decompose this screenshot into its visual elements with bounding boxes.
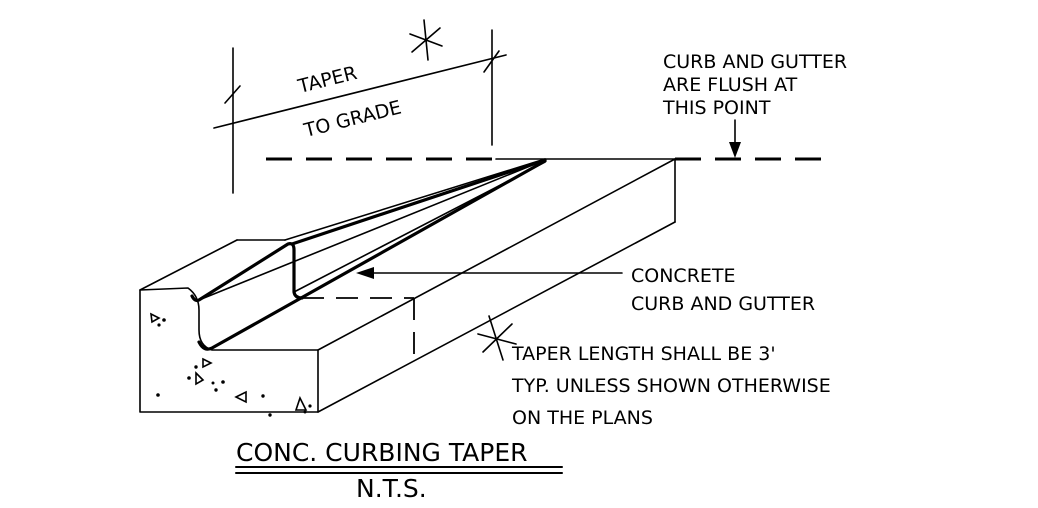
curb-bottom-edge: [317, 221, 676, 413]
curb-back-taper-line: [284, 158, 546, 241]
concrete-aggregate-hatch: [150, 312, 312, 417]
flush-arrow-head: [729, 142, 741, 158]
taper-length-line-3: ON THE PLANS: [512, 407, 653, 429]
gutter-flowline: [197, 159, 547, 351]
asterisk-mark-note: [477, 315, 517, 361]
drawing-title: CONC. CURBING TAPER: [236, 438, 528, 467]
to-grade-label: TO GRADE: [301, 96, 404, 142]
curb-lip-taper-line-2: [198, 159, 546, 301]
taper-length-line-2: TYP. UNLESS SHOWN OTHERWISE: [511, 375, 831, 397]
curb-lip-taper-line-1: [290, 158, 547, 246]
concrete-label-line-1: CONCRETE: [631, 265, 736, 287]
curb-body: [139, 158, 676, 413]
gutter-face-taper: [293, 161, 546, 293]
scale-note: N.T.S.: [356, 474, 427, 503]
concrete-label-line-2: CURB AND GUTTER: [631, 293, 815, 315]
curb-front-face: [139, 287, 319, 413]
curb-top-back-edge: [139, 239, 238, 291]
title-block: CONC. CURBING TAPER N.T.S.: [235, 438, 563, 503]
dimension-tick-right: [483, 50, 500, 73]
taper-length-line-1: TAPER LENGTH SHALL BE 3': [511, 343, 776, 365]
concrete-leader-arrow: [356, 267, 374, 279]
flush-note-line-1: CURB AND GUTTER: [663, 51, 847, 73]
dimension-tick-left: [224, 85, 241, 104]
dimension-line: [213, 54, 507, 129]
gutter-front-top-edge: [317, 158, 676, 351]
flush-note: CURB AND GUTTER ARE FLUSH AT THIS POINT: [662, 51, 847, 158]
taper-length-note: TAPER LENGTH SHALL BE 3' TYP. UNLESS SHO…: [477, 315, 831, 429]
asterisk-mark-top: [409, 19, 443, 61]
taper-label: TAPER: [295, 62, 359, 98]
flush-note-line-3: THIS POINT: [662, 97, 771, 119]
concrete-callout: CONCRETE CURB AND GUTTER: [356, 265, 815, 315]
taper-dimension: TAPER TO GRADE: [213, 19, 507, 194]
flush-note-line-2: ARE FLUSH AT: [663, 74, 798, 96]
curb-lip-edge: [190, 242, 304, 303]
